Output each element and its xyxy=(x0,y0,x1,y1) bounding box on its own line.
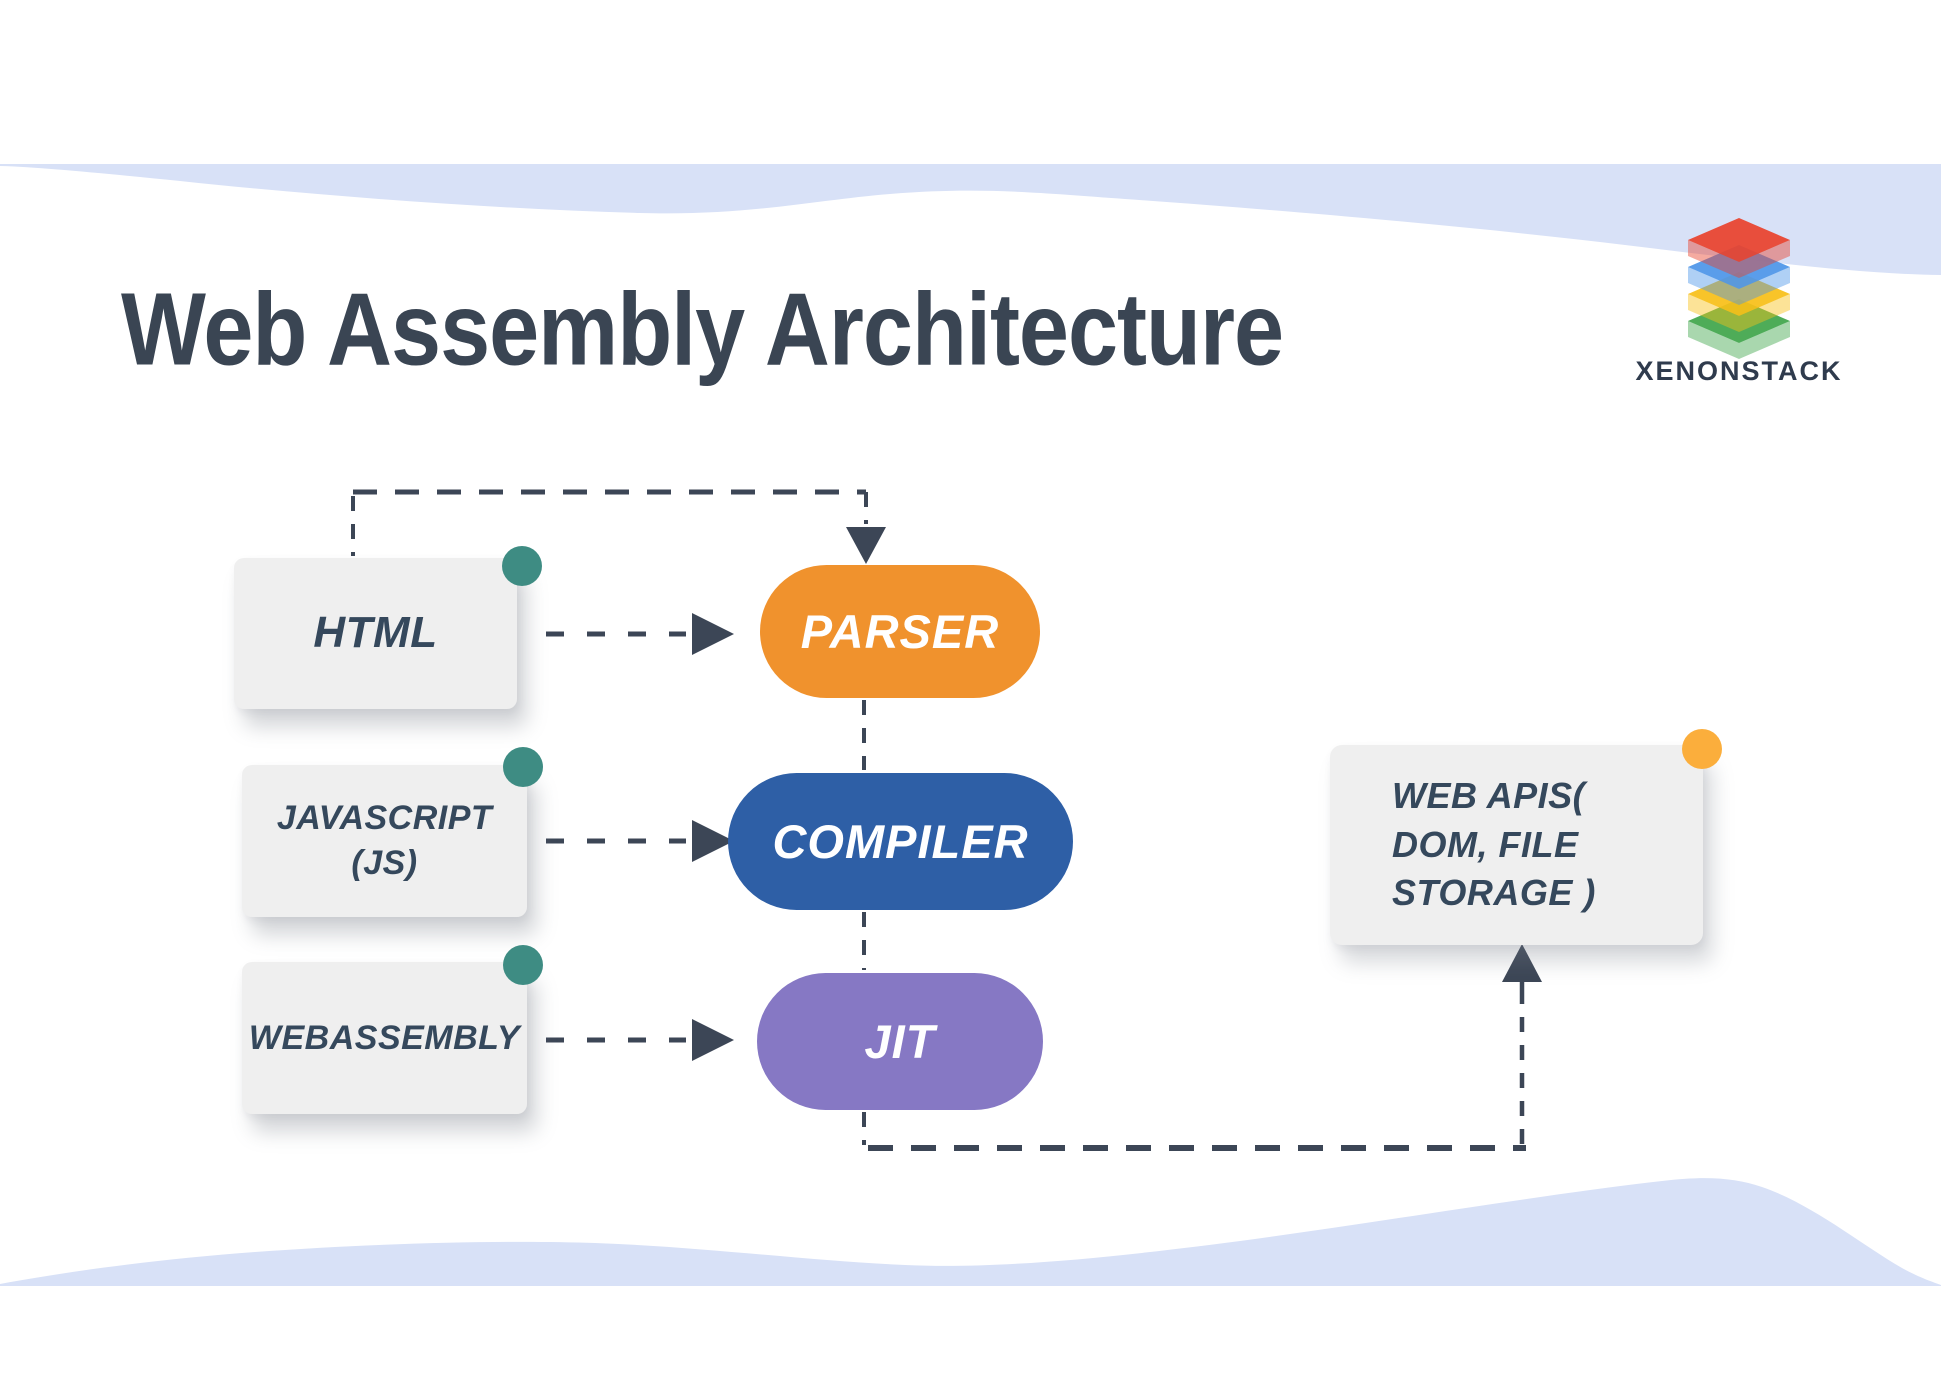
source-box-html-label: HTML xyxy=(313,608,438,658)
arrowhead-into-webapi xyxy=(1502,944,1542,982)
xenonstack-logo-text: XENONSTACK xyxy=(1635,356,1843,386)
stage-pill-parser: PARSER xyxy=(760,565,1040,698)
javascript-corner-dot xyxy=(503,747,543,787)
web-apis-corner-dot xyxy=(1682,729,1722,769)
arrowhead-html-to-parser xyxy=(692,613,734,655)
page-title: Web Assembly Architecture xyxy=(121,272,1284,388)
arrowhead-into-parser-top xyxy=(846,527,886,564)
xenonstack-logo: XENONSTACK xyxy=(1614,210,1864,387)
logo-green-layer xyxy=(1688,299,1790,359)
stage-pill-jit: JIT xyxy=(757,973,1043,1110)
arrowhead-wasm-to-jit xyxy=(692,1019,734,1061)
logo-red-layer xyxy=(1688,218,1790,278)
logo-yellow-layer xyxy=(1688,272,1790,332)
html-corner-dot xyxy=(502,546,542,586)
stage-pill-compiler: COMPILER xyxy=(728,773,1073,910)
output-box-web-apis: WEB APIS( DOM, FILE STORAGE ) xyxy=(1330,745,1703,945)
xenonstack-logo-icon xyxy=(1688,218,1790,359)
arrowhead-js-to-compiler xyxy=(692,820,734,862)
source-box-webassembly: WEBASSEMBLY xyxy=(242,962,527,1114)
stage-pill-parser-label: PARSER xyxy=(800,605,1000,658)
source-box-javascript: JAVASCRIPT (JS) xyxy=(242,765,527,917)
source-box-html: HTML xyxy=(234,558,517,709)
source-box-webassembly-label: WEBASSEMBLY xyxy=(248,1018,521,1057)
arrowheads xyxy=(692,527,1542,1061)
stage-pill-jit-label: JIT xyxy=(864,1015,936,1068)
webassembly-corner-dot xyxy=(503,945,543,985)
logo-blue-layer xyxy=(1688,245,1790,305)
source-box-javascript-label: JAVASCRIPT (JS) xyxy=(276,799,493,882)
top-wave xyxy=(0,164,1941,275)
dashed-connectors xyxy=(351,489,1526,1151)
output-box-web-apis-label: WEB APIS( DOM, FILE STORAGE ) xyxy=(1392,774,1596,914)
bottom-wave xyxy=(0,1178,1941,1286)
stage-pill-compiler-label: COMPILER xyxy=(772,815,1029,868)
